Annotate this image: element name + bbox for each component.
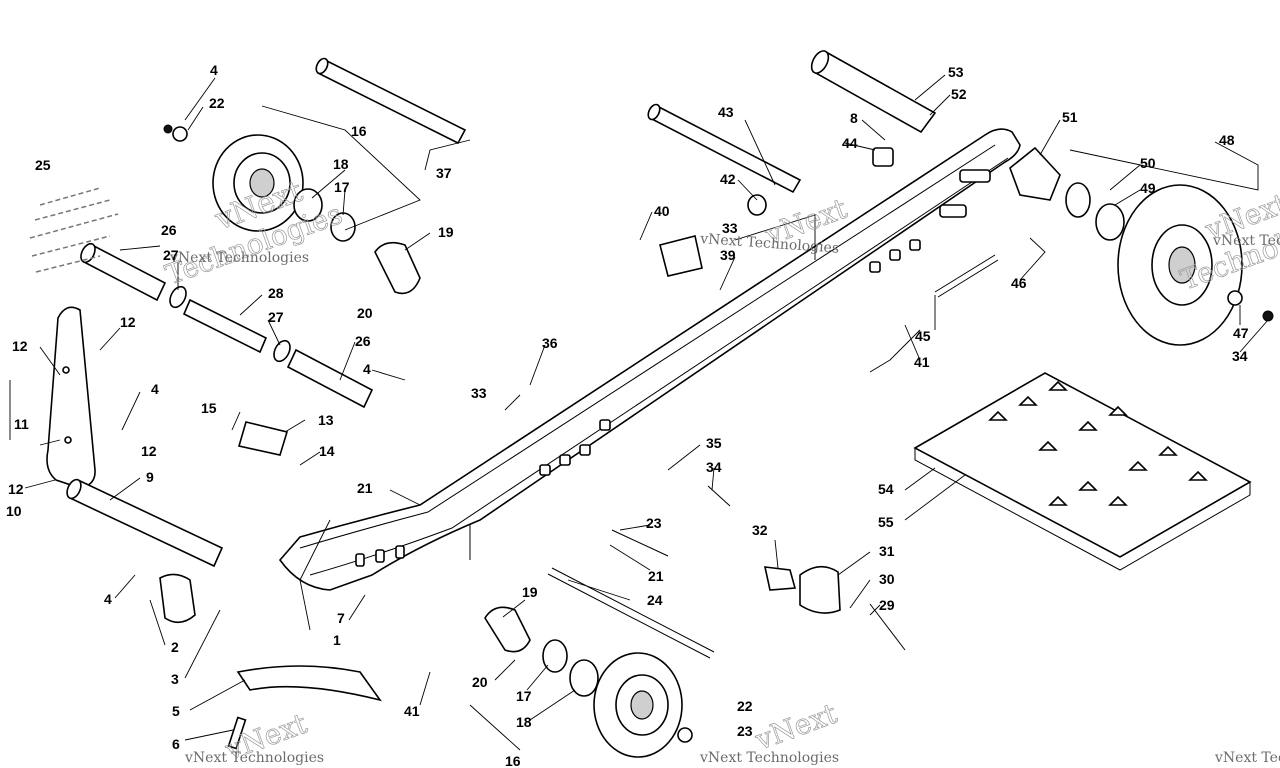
idler-wheel-upper <box>163 124 356 242</box>
callout-24: 24 <box>647 592 663 608</box>
callout-29: 29 <box>879 597 895 613</box>
callout-12: 12 <box>8 481 24 497</box>
leader-lines <box>9 74 1269 751</box>
callout-16: 16 <box>351 123 367 139</box>
spacers-26-28 <box>80 242 374 409</box>
bracket-19-upper <box>374 241 421 295</box>
axle-43 <box>647 103 802 194</box>
rail-assembly <box>278 128 1021 591</box>
watermark-brand-5: vNext <box>750 697 842 757</box>
callout-20: 20 <box>472 674 488 690</box>
callout-16: 16 <box>505 753 521 768</box>
callout-50: 50 <box>1140 155 1156 171</box>
callout-47: 47 <box>1233 325 1249 341</box>
callout-23: 23 <box>737 723 753 739</box>
callout-8: 8 <box>850 110 858 126</box>
callout-18: 18 <box>516 714 532 730</box>
rear-wheel <box>1009 146 1274 346</box>
callout-labels: 1 2 3 4 4 4 4 5 6 7 8 9 10 11 12 12 12 1… <box>6 62 1249 768</box>
callout-54: 54 <box>878 481 894 497</box>
idler-wheel-lower <box>542 639 693 758</box>
callout-4: 4 <box>363 361 371 377</box>
callout-33: 33 <box>722 220 738 236</box>
callout-26: 26 <box>161 222 177 238</box>
callout-21: 21 <box>648 568 664 584</box>
callout-21: 21 <box>357 480 373 496</box>
callout-48: 48 <box>1219 132 1235 148</box>
callout-34: 34 <box>706 459 722 475</box>
callout-19: 19 <box>438 224 454 240</box>
callout-4: 4 <box>210 62 218 78</box>
callout-3: 3 <box>171 671 179 687</box>
callout-10: 10 <box>6 503 22 519</box>
watermark-full-6: vNext Technologies <box>1214 750 1280 766</box>
callout-17: 17 <box>516 688 532 704</box>
callout-12: 12 <box>141 443 157 459</box>
callout-34: 34 <box>1232 348 1248 364</box>
callout-44: 44 <box>842 135 858 151</box>
callout-1: 1 <box>333 632 341 648</box>
callout-53: 53 <box>948 64 964 80</box>
callout-18: 18 <box>333 156 349 172</box>
callout-2: 2 <box>171 639 179 655</box>
callout-39: 39 <box>720 247 736 263</box>
callout-26: 26 <box>355 333 371 349</box>
callout-43: 43 <box>718 104 734 120</box>
callout-41: 41 <box>404 703 420 719</box>
shaft-9 <box>66 478 224 568</box>
callout-14: 14 <box>319 443 335 459</box>
callout-13: 13 <box>318 412 334 428</box>
callout-46: 46 <box>1011 275 1027 291</box>
callout-36: 36 <box>542 335 558 351</box>
callout-5: 5 <box>172 703 180 719</box>
callout-55: 55 <box>878 514 894 530</box>
callout-30: 30 <box>879 571 895 587</box>
watermark-full-3: vNext Technologies <box>1212 233 1280 249</box>
callout-17: 17 <box>334 179 350 195</box>
callout-41: 41 <box>914 354 930 370</box>
callout-52: 52 <box>951 86 967 102</box>
watermark-full-4: vNext Technologies <box>184 750 324 766</box>
callout-4: 4 <box>151 381 159 397</box>
callout-45: 45 <box>915 328 931 344</box>
callout-37: 37 <box>436 165 452 181</box>
callout-15: 15 <box>201 400 217 416</box>
callout-20: 20 <box>357 305 373 321</box>
callout-22: 22 <box>737 698 753 714</box>
track-section <box>913 372 1252 571</box>
rail-slots <box>355 169 991 567</box>
callout-49: 49 <box>1140 180 1156 196</box>
bracket-19-lower <box>484 606 531 653</box>
callout-27: 27 <box>268 309 284 325</box>
callout-12: 12 <box>120 314 136 330</box>
callout-22: 22 <box>209 95 225 111</box>
callout-19: 19 <box>522 584 538 600</box>
callout-32: 32 <box>752 522 768 538</box>
callout-23: 23 <box>646 515 662 531</box>
watermark-full-1: vNext Technologies <box>169 250 309 266</box>
callout-31: 31 <box>879 543 895 559</box>
callout-35: 35 <box>706 435 722 451</box>
callout-6: 6 <box>172 736 180 752</box>
callout-42: 42 <box>720 171 736 187</box>
watermark-full-5: vNext Technologies <box>699 750 839 766</box>
callout-12: 12 <box>12 338 28 354</box>
callout-51: 51 <box>1062 109 1078 125</box>
callout-28: 28 <box>268 285 284 301</box>
callout-7: 7 <box>337 610 345 626</box>
track-lugs <box>988 380 1208 506</box>
callout-40: 40 <box>654 203 670 219</box>
callout-33: 33 <box>471 385 487 401</box>
callout-4: 4 <box>104 591 112 607</box>
callout-11: 11 <box>14 416 29 432</box>
front-arm <box>46 306 96 489</box>
callout-9: 9 <box>146 469 154 485</box>
callout-25: 25 <box>35 157 51 173</box>
axle-37 <box>315 57 467 145</box>
axle-8 <box>810 50 937 134</box>
callout-27: 27 <box>163 247 179 263</box>
small-parts <box>159 147 894 750</box>
